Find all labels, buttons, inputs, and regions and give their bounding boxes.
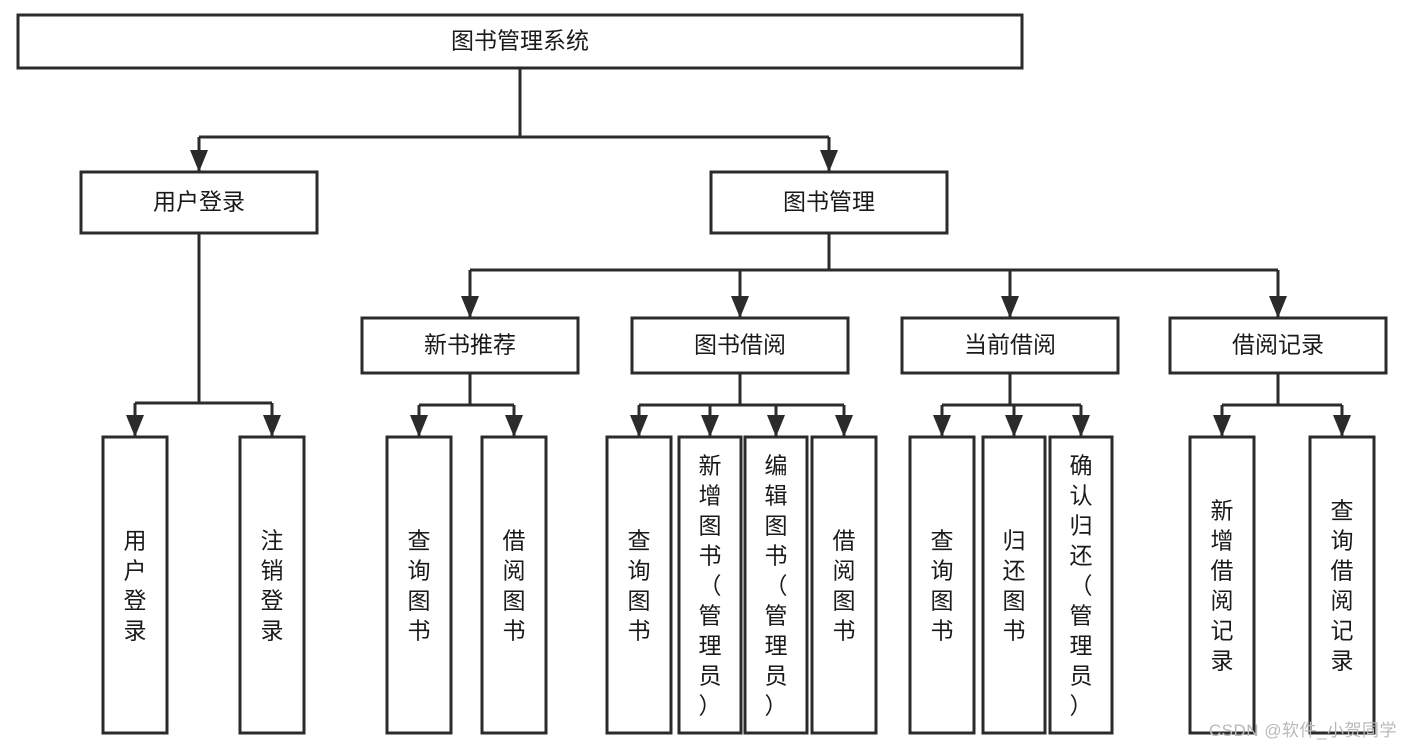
level3-box[interactable]	[360, 316, 580, 375]
arrow-head-icon	[126, 415, 144, 437]
leaf-box[interactable]	[908, 435, 976, 735]
leaf-label: 新增借阅记录	[1211, 497, 1234, 673]
leaf-node[interactable]: 新增借阅记录	[1188, 435, 1256, 735]
leaf-box[interactable]	[1188, 435, 1256, 735]
leaf-box[interactable]	[385, 435, 453, 735]
arrow-head-icon	[630, 415, 648, 437]
arrow-head-icon	[820, 150, 838, 172]
arrow-head-icon	[263, 415, 281, 437]
leaf-node[interactable]: 归还图书	[981, 435, 1047, 735]
leaf-box[interactable]	[677, 435, 743, 735]
level2-node[interactable]: 用户登录	[79, 170, 319, 235]
arrow-head-icon	[461, 296, 479, 318]
arrow-head-icon	[190, 150, 208, 172]
leaf-box[interactable]	[101, 435, 169, 735]
leaf-label: 查询图书	[931, 527, 954, 643]
level3-label: 借阅记录	[1232, 332, 1324, 358]
leaf-box[interactable]	[480, 435, 548, 735]
leaf-node[interactable]: 借阅图书	[480, 435, 548, 735]
leaf-node[interactable]: 确认归还（管理员）	[1048, 435, 1114, 735]
leaf-node[interactable]: 查询图书	[908, 435, 976, 735]
level2-box[interactable]	[79, 170, 319, 235]
leaf-label: 查询图书	[628, 527, 651, 643]
level3-label: 新书推荐	[424, 332, 516, 358]
leaf-box[interactable]	[605, 435, 673, 735]
level3-label: 图书借阅	[694, 332, 786, 358]
leaf-label: 注销登录	[261, 527, 284, 643]
leaf-label: 编辑图书（管理员）	[765, 452, 788, 718]
leaf-node[interactable]: 编辑图书（管理员）	[743, 435, 809, 735]
arrow-head-icon	[505, 415, 523, 437]
leaf-label: 确认归还（管理员）	[1070, 452, 1093, 718]
level3-box[interactable]	[900, 316, 1120, 375]
level3-box[interactable]	[630, 316, 850, 375]
level3-box[interactable]	[1168, 316, 1388, 375]
arrow-head-icon	[933, 415, 951, 437]
leaf-node[interactable]: 查询借阅记录	[1308, 435, 1376, 735]
arrow-head-icon	[835, 415, 853, 437]
arrow-head-icon	[1001, 296, 1019, 318]
level3-node[interactable]: 当前借阅	[900, 316, 1120, 375]
leaf-label: 用户登录	[124, 527, 147, 643]
arrow-head-icon	[1269, 296, 1287, 318]
root-box[interactable]	[16, 13, 1024, 70]
level3-label: 当前借阅	[964, 332, 1056, 358]
leaf-label: 借阅图书	[503, 527, 526, 643]
leaf-label: 借阅图书	[833, 527, 856, 643]
leaf-box[interactable]	[1048, 435, 1114, 735]
leaf-box[interactable]	[238, 435, 306, 735]
leaf-label: 归还图书	[1003, 527, 1026, 643]
leaf-label: 查询图书	[408, 527, 431, 643]
leaf-label: 新增图书（管理员）	[699, 452, 722, 718]
leaf-node[interactable]: 查询图书	[605, 435, 673, 735]
leaf-node[interactable]: 注销登录	[238, 435, 306, 735]
arrow-head-icon	[767, 415, 785, 437]
arrow-head-icon	[1213, 415, 1231, 437]
arrow-head-icon	[410, 415, 428, 437]
arrow-head-icon	[701, 415, 719, 437]
arrow-head-icon	[1333, 415, 1351, 437]
leaf-label: 查询借阅记录	[1331, 497, 1354, 673]
arrow-head-icon	[731, 296, 749, 318]
level3-node[interactable]: 新书推荐	[360, 316, 580, 375]
leaf-node[interactable]: 借阅图书	[810, 435, 878, 735]
level3-node[interactable]: 图书借阅	[630, 316, 850, 375]
leaf-node[interactable]: 查询图书	[385, 435, 453, 735]
level2-label: 用户登录	[153, 189, 245, 215]
level2-label: 图书管理	[783, 189, 875, 215]
leaf-box[interactable]	[743, 435, 809, 735]
level2-node[interactable]: 图书管理	[709, 170, 949, 235]
connector-layer	[126, 68, 1351, 437]
root-node[interactable]: 图书管理系统	[16, 13, 1024, 70]
leaf-box[interactable]	[1308, 435, 1376, 735]
leaf-node[interactable]: 新增图书（管理员）	[677, 435, 743, 735]
node-layer: 图书管理系统用户登录图书管理新书推荐图书借阅当前借阅借阅记录用户登录注销登录查询…	[16, 13, 1388, 735]
level3-node[interactable]: 借阅记录	[1168, 316, 1388, 375]
leaf-box[interactable]	[810, 435, 878, 735]
level2-box[interactable]	[709, 170, 949, 235]
leaf-box[interactable]	[981, 435, 1047, 735]
leaf-node[interactable]: 用户登录	[101, 435, 169, 735]
arrow-head-icon	[1072, 415, 1090, 437]
root-label: 图书管理系统	[451, 28, 589, 54]
arrow-head-icon	[1005, 415, 1023, 437]
